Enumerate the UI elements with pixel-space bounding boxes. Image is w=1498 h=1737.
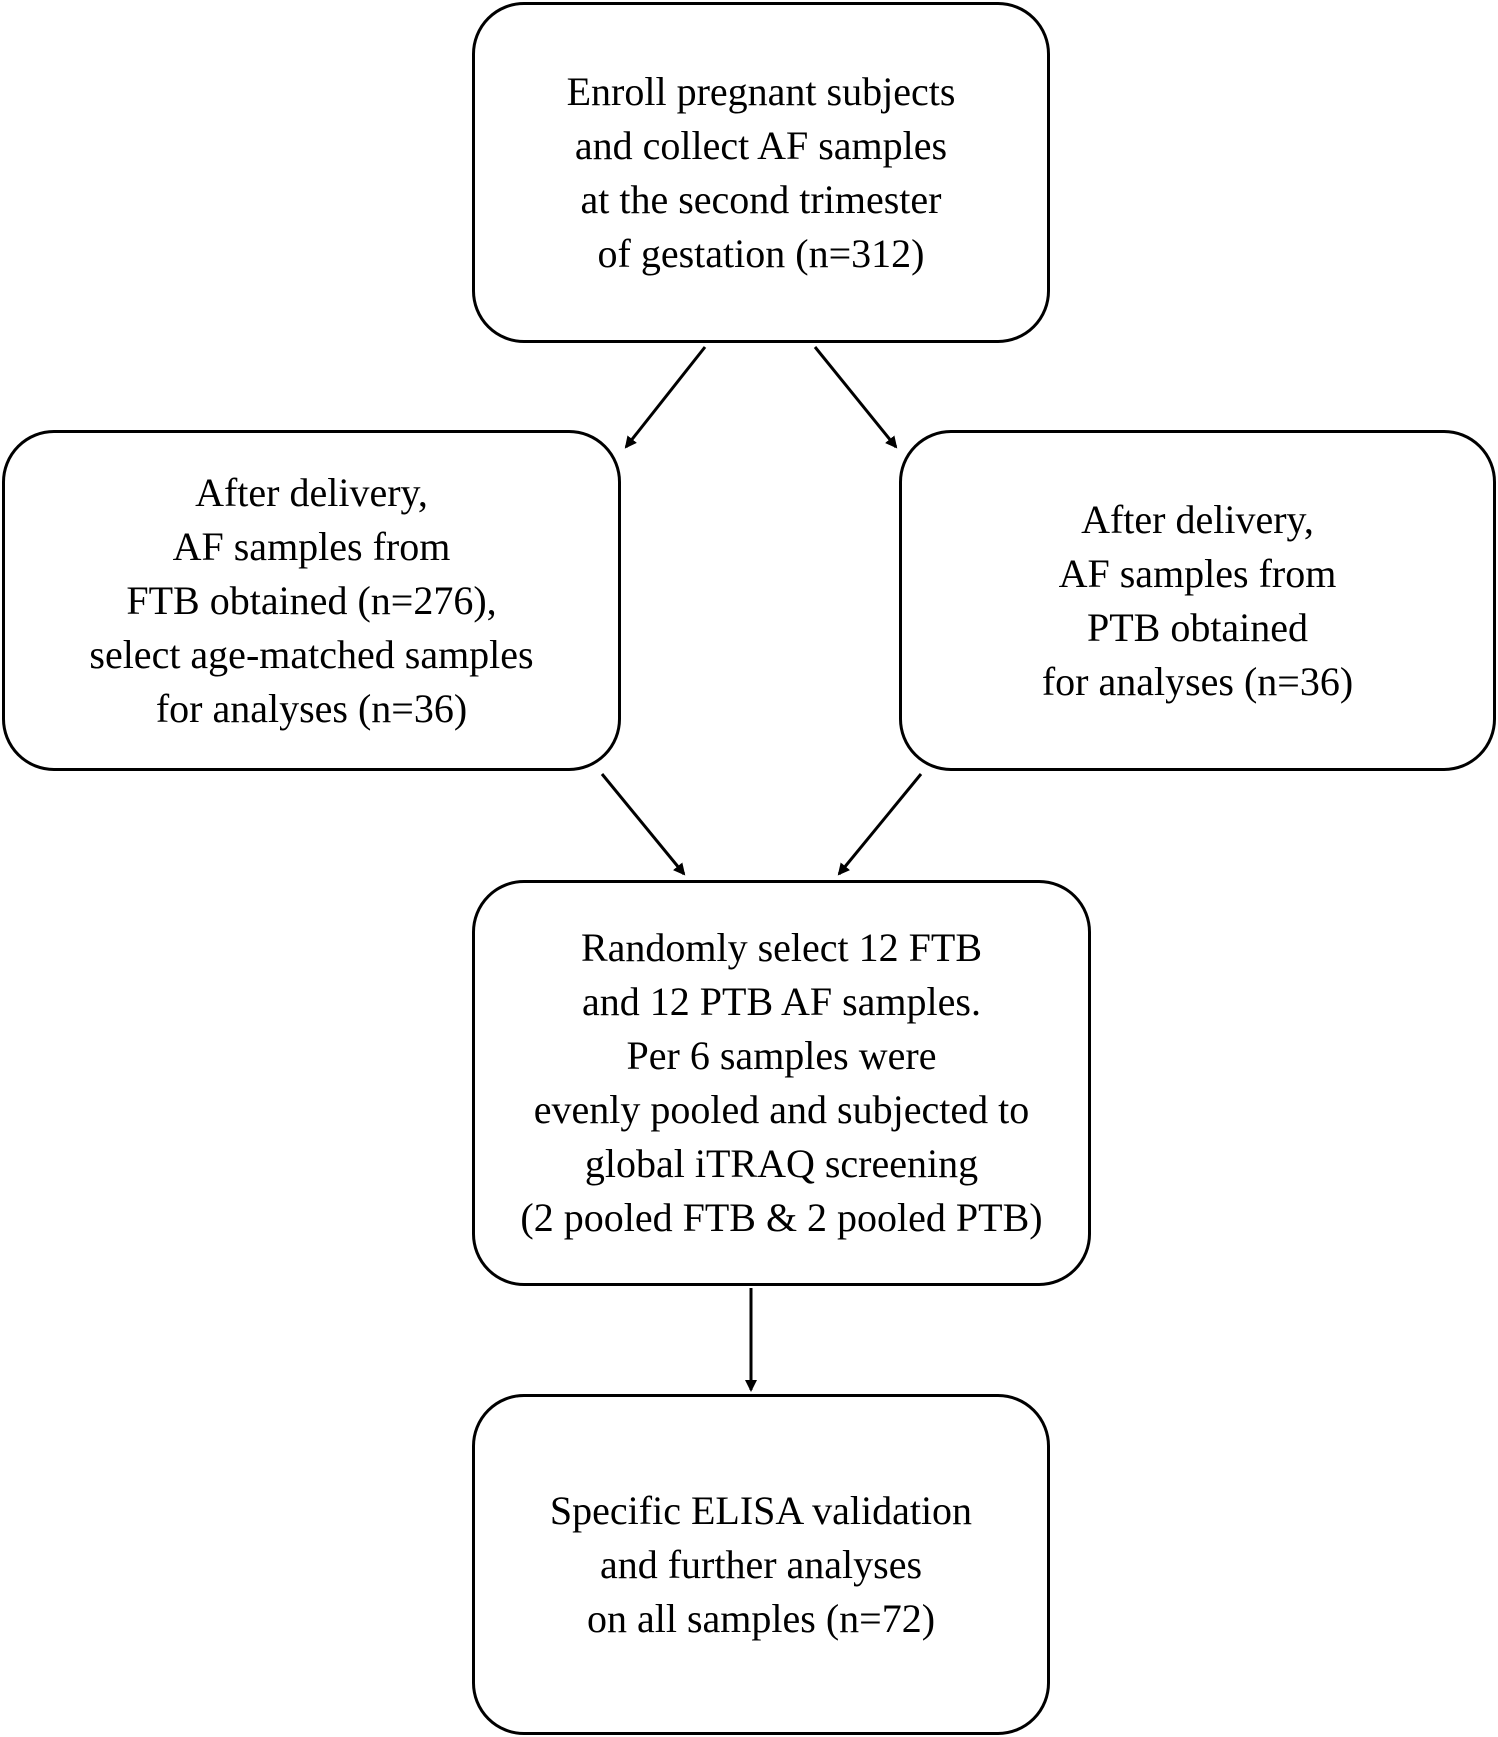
arrow-ftb-to-random xyxy=(600,773,686,876)
ftb-line-2: AF samples from xyxy=(172,523,451,569)
elisa-line-2: and further analyses xyxy=(599,1541,923,1587)
ptb-line-1: After delivery, xyxy=(1081,496,1314,542)
enroll-line-1: Enroll pregnant subjects xyxy=(566,68,956,114)
random-line-1: Randomly select 12 FTB xyxy=(580,925,983,970)
ptb-line-4: for analyses (n=36) xyxy=(1041,658,1354,704)
arrow-enroll-to-ftb xyxy=(624,346,707,449)
enroll-line-2: and collect AF samples xyxy=(574,122,948,168)
ptb-box: After delivery, AF samples from PTB obta… xyxy=(899,430,1496,771)
enroll-line-3: at the second trimester xyxy=(580,176,942,222)
enroll-line-4: of gestation (n=312) xyxy=(597,230,925,276)
elisa-validation-box: Specific ELISA validation and further an… xyxy=(472,1394,1050,1735)
random-selection-box: Randomly select 12 FTB and 12 PTB AF sam… xyxy=(472,880,1091,1286)
ftb-line-1: After delivery, xyxy=(195,469,428,515)
ftb-line-3: FTB obtained (n=276), xyxy=(126,577,497,623)
ftb-line-5: for analyses (n=36) xyxy=(155,685,468,731)
ptb-line-2: AF samples from xyxy=(1058,550,1337,596)
random-line-2: and 12 PTB AF samples. xyxy=(582,979,981,1024)
ftb-line-4: select age-matched samples xyxy=(89,631,534,677)
ftb-box: After delivery, AF samples from FTB obta… xyxy=(2,430,621,771)
arrow-enroll-to-ptb xyxy=(813,346,898,449)
random-line-6: (2 pooled FTB & 2 pooled PTB) xyxy=(520,1195,1043,1240)
elisa-line-1: Specific ELISA validation xyxy=(549,1487,973,1533)
ptb-line-3: PTB obtained xyxy=(1086,604,1309,650)
random-line-3: Per 6 samples were xyxy=(626,1033,937,1078)
enroll-box: Enroll pregnant subjects and collect AF … xyxy=(472,2,1050,343)
elisa-line-3: on all samples (n=72) xyxy=(586,1595,936,1641)
random-line-5: global iTRAQ screening xyxy=(584,1141,979,1186)
random-line-4: evenly pooled and subjected to xyxy=(533,1087,1030,1132)
arrow-ptb-to-random xyxy=(837,773,923,876)
